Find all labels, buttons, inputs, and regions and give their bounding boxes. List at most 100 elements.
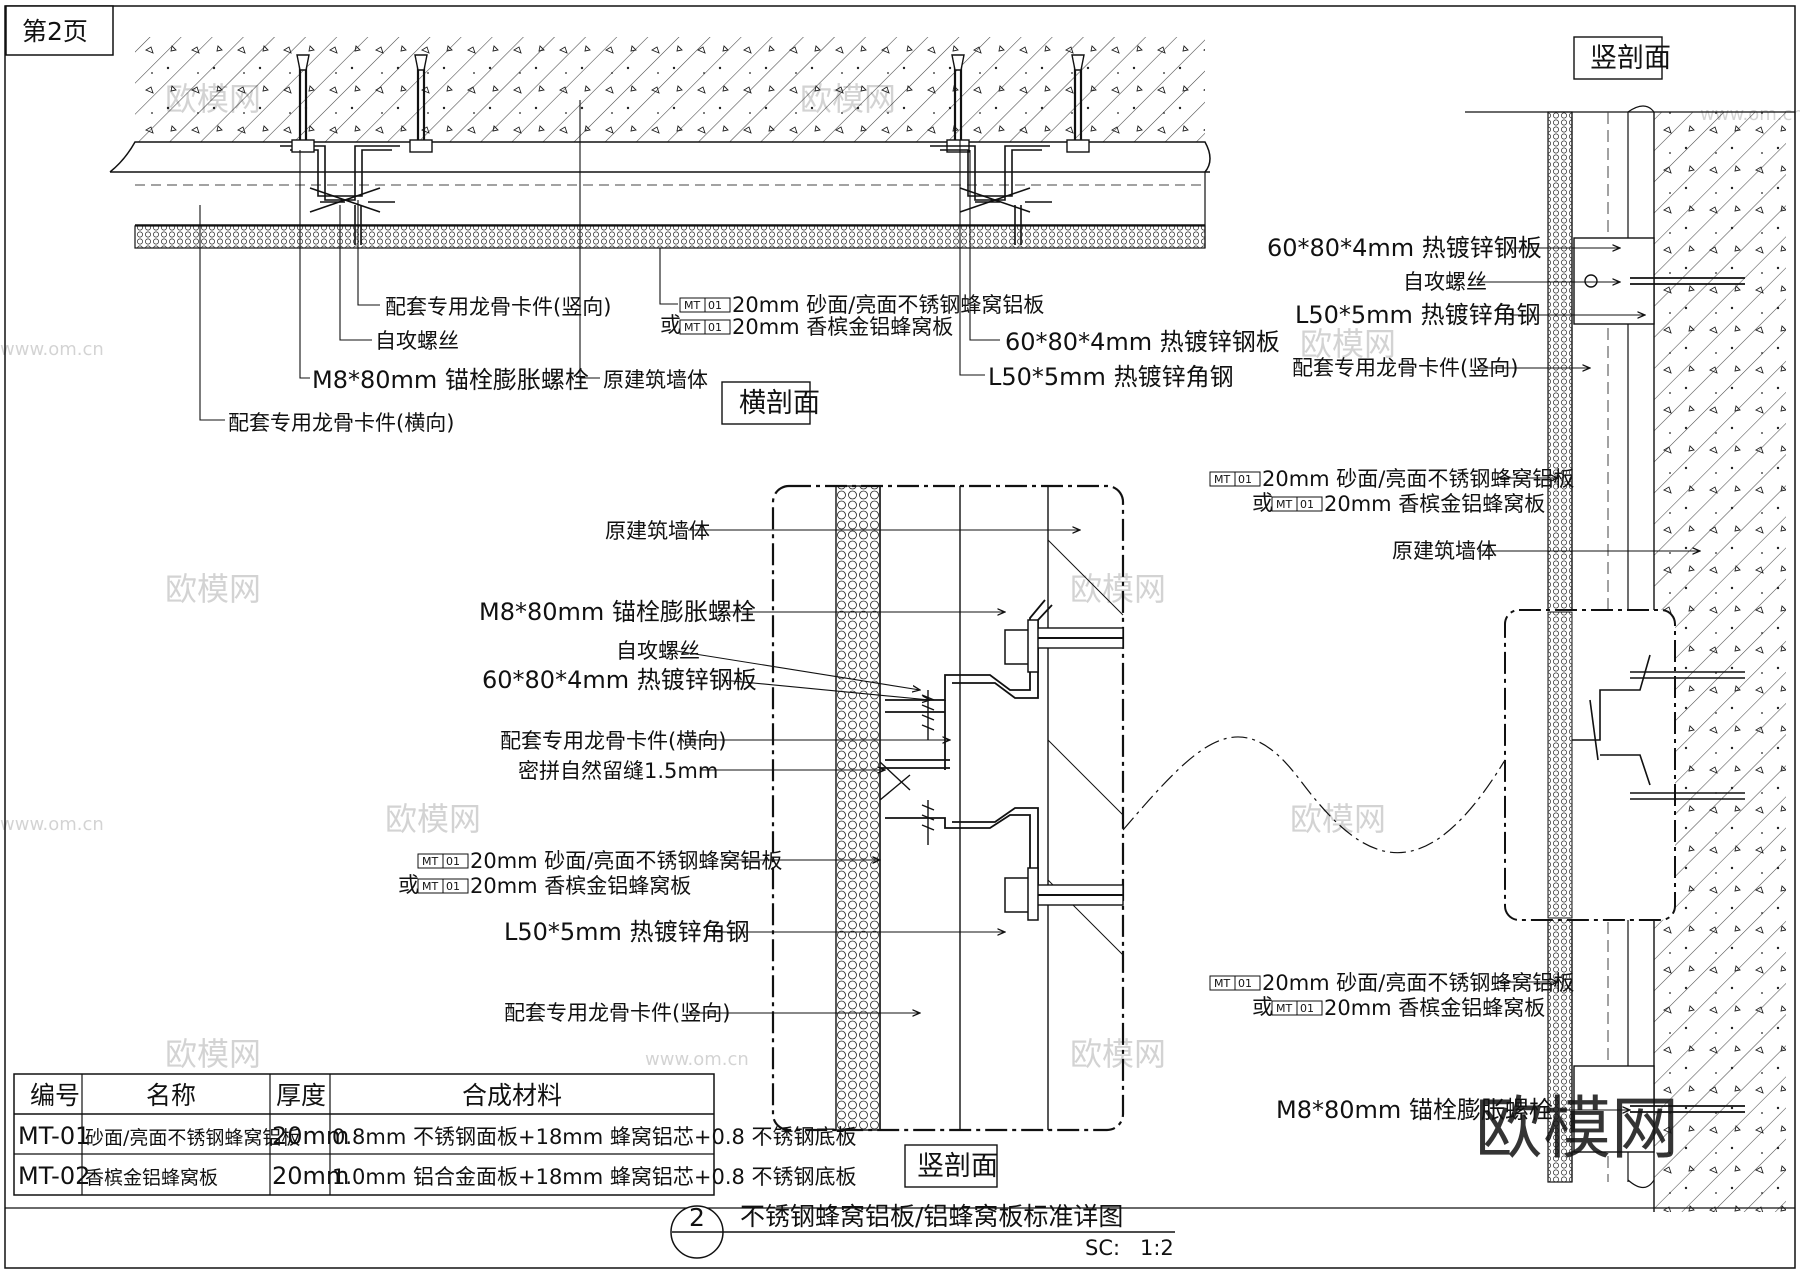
h-angle-label: L50*5mm 热镀锌角钢	[988, 363, 1234, 391]
h-keel-horizontal-label: 配套专用龙骨卡件(横向)	[228, 411, 454, 435]
d-material-tag-2: 或 MT 01 20mm 香槟金铝蜂窝板	[398, 873, 691, 898]
svg-text:MT: MT	[1276, 498, 1292, 511]
svg-text:www.om.cn: www.om.cn	[0, 339, 104, 360]
d-plate-label: 60*80*4mm 热镀锌钢板	[482, 666, 757, 694]
watermark-group: 欧模网 欧模网 欧模网 欧模网 欧模网 欧模网 欧模网 欧模网 欧模网 www.…	[0, 80, 1800, 1073]
r-keel-vertical-label: 配套专用龙骨卡件(竖向)	[1292, 356, 1518, 380]
svg-text:01: 01	[1300, 1002, 1314, 1015]
h-mt2-text: 20mm 香槟金铝蜂窝板	[732, 315, 953, 339]
svg-text:欧模网: 欧模网	[1300, 325, 1396, 363]
svg-text:MT: MT	[684, 299, 700, 312]
h-plate-label: 60*80*4mm 热镀锌钢板	[1005, 328, 1280, 356]
table-header-thickness: 厚度	[276, 1081, 326, 1110]
horizontal-section: 配套专用龙骨卡件(竖向) 自攻螺丝 M8*80mm 锚栓膨胀螺栓 原建筑墙体 配…	[109, 37, 1280, 435]
svg-text:01: 01	[1238, 473, 1252, 486]
svg-text:20mm 砂面/亮面不锈钢蜂窝铝板: 20mm 砂面/亮面不锈钢蜂窝铝板	[1262, 971, 1574, 995]
d-angle-label: L50*5mm 热镀锌角钢	[504, 918, 750, 946]
svg-text:20mm 砂面/亮面不锈钢蜂窝铝板: 20mm 砂面/亮面不锈钢蜂窝铝板	[470, 849, 782, 873]
h-screw-label: 自攻螺丝	[375, 329, 459, 353]
table-row-2-thickness: 20mm	[272, 1162, 349, 1190]
h-mt1-text: 20mm 砂面/亮面不锈钢蜂窝铝板	[732, 293, 1044, 317]
right-section-title: 竖剖面	[1573, 36, 1671, 80]
table-header-code: 编号	[30, 1081, 80, 1110]
r-material-tag-3: MT 01 20mm 砂面/亮面不锈钢蜂窝铝板	[1209, 971, 1574, 995]
svg-text:或: 或	[660, 313, 681, 337]
r-material-tag-4: 或 MT 01 20mm 香槟金铝蜂窝板	[1252, 995, 1545, 1020]
table-row-1-material: 0.8mm 不锈钢面板+18mm 蜂窝铝芯+0.8 不锈钢底板	[332, 1125, 857, 1149]
svg-text:欧模网: 欧模网	[1070, 1035, 1166, 1073]
svg-text:20mm 砂面/亮面不锈钢蜂窝铝板: 20mm 砂面/亮面不锈钢蜂窝铝板	[1262, 467, 1574, 491]
svg-text:MT: MT	[422, 880, 438, 893]
svg-text:竖剖面: 竖剖面	[917, 1151, 998, 1182]
svg-text:竖剖面: 竖剖面	[1590, 43, 1671, 74]
d-gap-label: 密拼自然留缝1.5mm	[518, 759, 718, 783]
callout-curve	[1122, 736, 1506, 854]
svg-text:20mm 香槟金铝蜂窝板: 20mm 香槟金铝蜂窝板	[1324, 996, 1545, 1020]
svg-text:欧模网: 欧模网	[165, 1035, 261, 1073]
svg-text:MT: MT	[422, 855, 438, 868]
page-label-box: 第2页	[5, 5, 114, 56]
svg-text:或: 或	[1252, 995, 1273, 1019]
material-table: 编号 名称 厚度 合成材料 MT-01 砂面/亮面不锈钢蜂窝铝板 20mm 0.…	[13, 1073, 857, 1196]
d-screw-label: 自攻螺丝	[616, 639, 700, 663]
svg-text:www.om.cn: www.om.cn	[1700, 104, 1800, 125]
svg-text:www.om.cn: www.om.cn	[645, 1049, 749, 1070]
h-material-tag-1: MT 01 20mm 砂面/亮面不锈钢蜂窝铝板	[679, 293, 1044, 317]
svg-text:横剖面: 横剖面	[739, 388, 820, 419]
h-wall-label: 原建筑墙体	[603, 368, 708, 392]
scale-label: SC:	[1085, 1236, 1120, 1260]
d-bolt-label: M8*80mm 锚栓膨胀螺栓	[479, 598, 756, 626]
title-block: 2 不锈钢蜂窝铝板/铝蜂窝板标准详图 SC: 1:2	[670, 1202, 1175, 1260]
title-number: 2	[689, 1203, 705, 1232]
svg-text:01: 01	[708, 321, 722, 334]
d-keel-vertical-label: 配套专用龙骨卡件(竖向)	[504, 1001, 730, 1025]
r-material-tag-1: MT 01 20mm 砂面/亮面不锈钢蜂窝铝板	[1209, 467, 1574, 491]
title-text: 不锈钢蜂窝铝板/铝蜂窝板标准详图	[740, 1202, 1123, 1231]
svg-text:MT: MT	[1214, 977, 1230, 990]
d-material-tag-1: MT 01 20mm 砂面/亮面不锈钢蜂窝铝板	[417, 849, 782, 873]
horizontal-section-title: 横剖面	[721, 381, 820, 425]
svg-text:www.om.cn: www.om.cn	[0, 814, 104, 835]
vertical-detail-title: 竖剖面	[904, 1144, 998, 1188]
scale-value: 1:2	[1140, 1236, 1174, 1260]
watermark-logo-large: 欧模网	[1475, 1090, 1679, 1169]
svg-text:欧模网: 欧模网	[1070, 570, 1166, 608]
svg-text:01: 01	[446, 855, 460, 868]
r-screw-label: 自攻螺丝	[1403, 270, 1487, 294]
table-row-2-material: 1.0mm 铝合金面板+18mm 蜂窝铝芯+0.8 不锈钢底板	[332, 1165, 857, 1189]
svg-text:欧模网: 欧模网	[1290, 800, 1386, 838]
svg-text:01: 01	[1300, 498, 1314, 511]
d-wall-label: 原建筑墙体	[605, 519, 710, 543]
svg-text:20mm 香槟金铝蜂窝板: 20mm 香槟金铝蜂窝板	[1324, 492, 1545, 516]
sheet-border	[4, 5, 1796, 1269]
right-vertical-section: 竖剖面	[1209, 36, 1795, 1212]
page-label: 第2页	[22, 17, 88, 46]
table-row-1-name: 砂面/亮面不锈钢蜂窝铝板	[85, 1127, 300, 1149]
svg-text:01: 01	[1238, 977, 1252, 990]
r-bolt-label: M8*80mm 锚栓膨胀螺栓	[1276, 1096, 1553, 1124]
r-wall-label: 原建筑墙体	[1392, 539, 1497, 563]
svg-text:或: 或	[1252, 491, 1273, 515]
svg-text:01: 01	[708, 299, 722, 312]
svg-text:欧模网: 欧模网	[385, 800, 481, 838]
svg-text:MT: MT	[1276, 1002, 1292, 1015]
svg-text:01: 01	[446, 880, 460, 893]
h-keel-vertical-label: 配套专用龙骨卡件(竖向)	[385, 295, 611, 319]
d-keel-horizontal-label: 配套专用龙骨卡件(横向)	[500, 729, 726, 753]
svg-text:或: 或	[398, 873, 419, 897]
r-angle-label: L50*5mm 热镀锌角钢	[1295, 301, 1541, 329]
svg-text:20mm 香槟金铝蜂窝板: 20mm 香槟金铝蜂窝板	[470, 874, 691, 898]
svg-text:欧模网: 欧模网	[165, 570, 261, 608]
h-bolt-label: M8*80mm 锚栓膨胀螺栓	[312, 366, 589, 394]
table-row-2-code: MT-02	[18, 1162, 90, 1190]
svg-text:MT: MT	[684, 321, 700, 334]
r-plate-label: 60*80*4mm 热镀锌钢板	[1267, 234, 1542, 262]
svg-text:MT: MT	[1214, 473, 1230, 486]
r-material-tag-2: 或 MT 01 20mm 香槟金铝蜂窝板	[1252, 491, 1545, 516]
table-row-1-thickness: 20mm	[272, 1122, 349, 1150]
vertical-detail: 原建筑墙体 M8*80mm 锚栓膨胀螺栓 自攻螺丝 60*80*4mm 热镀锌钢…	[398, 484, 1125, 1188]
svg-text:欧模网: 欧模网	[800, 80, 896, 118]
table-row-2-name: 香槟金铝蜂窝板	[85, 1167, 218, 1189]
table-row-1-code: MT-01	[18, 1122, 90, 1150]
